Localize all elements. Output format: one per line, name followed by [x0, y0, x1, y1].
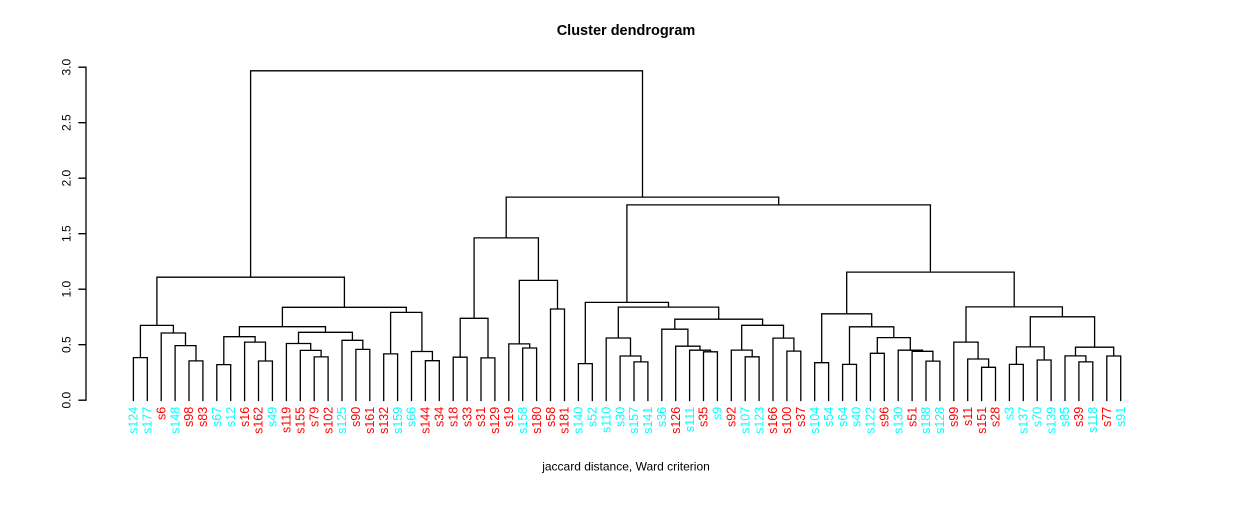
svg-text:0.0: 0.0 [60, 392, 74, 409]
svg-text:s137: s137 [1017, 407, 1031, 434]
svg-text:s141: s141 [641, 407, 655, 434]
svg-text:s130: s130 [891, 407, 905, 434]
svg-text:s144: s144 [419, 407, 433, 434]
svg-text:s126: s126 [669, 407, 683, 434]
svg-text:s181: s181 [558, 407, 572, 434]
svg-text:s35: s35 [697, 407, 711, 427]
svg-text:s83: s83 [196, 407, 210, 427]
svg-text:s107: s107 [738, 407, 752, 434]
svg-text:s9: s9 [711, 407, 725, 420]
svg-text:s104: s104 [808, 407, 822, 434]
svg-text:s139: s139 [1044, 407, 1058, 434]
svg-text:s148: s148 [168, 407, 182, 434]
svg-text:s96: s96 [878, 407, 892, 427]
svg-text:s67: s67 [210, 407, 224, 427]
svg-text:s91: s91 [1114, 407, 1128, 427]
svg-text:s166: s166 [766, 407, 780, 434]
svg-text:s64: s64 [836, 407, 850, 427]
svg-text:2.0: 2.0 [60, 170, 74, 187]
svg-text:s66: s66 [405, 407, 419, 427]
svg-text:s52: s52 [586, 407, 600, 427]
svg-text:s102: s102 [321, 407, 335, 434]
svg-text:s90: s90 [349, 407, 363, 427]
svg-text:s129: s129 [488, 407, 502, 434]
svg-text:s157: s157 [627, 407, 641, 434]
svg-text:s177: s177 [141, 407, 155, 434]
svg-text:s11: s11 [961, 407, 975, 426]
svg-text:s31: s31 [474, 407, 488, 427]
svg-text:s85: s85 [1058, 407, 1072, 427]
svg-text:s161: s161 [363, 407, 377, 434]
svg-text:s123: s123 [752, 407, 766, 434]
svg-text:s19: s19 [502, 407, 516, 427]
svg-text:s122: s122 [864, 407, 878, 434]
svg-text:s6: s6 [154, 407, 168, 420]
svg-text:2.5: 2.5 [60, 114, 74, 131]
svg-text:s110: s110 [599, 407, 613, 433]
svg-text:s77: s77 [1100, 407, 1114, 427]
svg-text:s158: s158 [516, 407, 530, 434]
svg-text:s162: s162 [252, 407, 266, 434]
svg-text:s188: s188 [919, 407, 933, 434]
svg-text:s124: s124 [127, 407, 141, 434]
svg-text:s79: s79 [307, 407, 321, 427]
svg-text:s159: s159 [391, 407, 405, 434]
svg-text:s58: s58 [544, 407, 558, 427]
svg-text:s36: s36 [655, 407, 669, 427]
svg-text:jaccard distance, Ward criteri: jaccard distance, Ward criterion [541, 459, 710, 473]
svg-text:s18: s18 [446, 407, 460, 427]
svg-text:s37: s37 [794, 407, 808, 427]
svg-text:s99: s99 [947, 407, 961, 427]
svg-text:s33: s33 [460, 407, 474, 427]
svg-text:s111: s111 [683, 407, 697, 432]
svg-text:s132: s132 [377, 407, 391, 434]
svg-text:s128: s128 [933, 407, 947, 434]
svg-text:s49: s49 [266, 407, 280, 427]
svg-text:s180: s180 [530, 407, 544, 434]
svg-text:s3: s3 [1003, 407, 1017, 420]
svg-text:1.5: 1.5 [60, 225, 74, 242]
svg-text:3.0: 3.0 [60, 59, 74, 76]
svg-text:s119: s119 [280, 407, 294, 433]
svg-text:s39: s39 [1072, 407, 1086, 427]
svg-text:s100: s100 [780, 407, 794, 434]
svg-text:0.5: 0.5 [60, 336, 74, 353]
svg-text:s92: s92 [725, 407, 739, 427]
svg-text:s70: s70 [1030, 407, 1044, 427]
svg-text:s30: s30 [613, 407, 627, 427]
svg-text:s155: s155 [294, 407, 308, 434]
svg-text:s34: s34 [433, 407, 447, 427]
svg-text:s51: s51 [905, 407, 919, 427]
svg-text:s98: s98 [182, 407, 196, 427]
svg-text:s28: s28 [989, 407, 1003, 427]
svg-text:Cluster dendrogram: Cluster dendrogram [557, 23, 696, 39]
svg-text:s151: s151 [975, 407, 989, 434]
svg-text:s118: s118 [1086, 407, 1100, 433]
svg-text:s140: s140 [572, 407, 586, 434]
svg-text:s54: s54 [822, 407, 836, 427]
svg-text:s125: s125 [335, 407, 349, 434]
svg-text:s40: s40 [850, 407, 864, 427]
svg-text:s16: s16 [238, 407, 252, 427]
svg-text:s12: s12 [224, 407, 238, 427]
svg-text:1.0: 1.0 [60, 281, 74, 298]
